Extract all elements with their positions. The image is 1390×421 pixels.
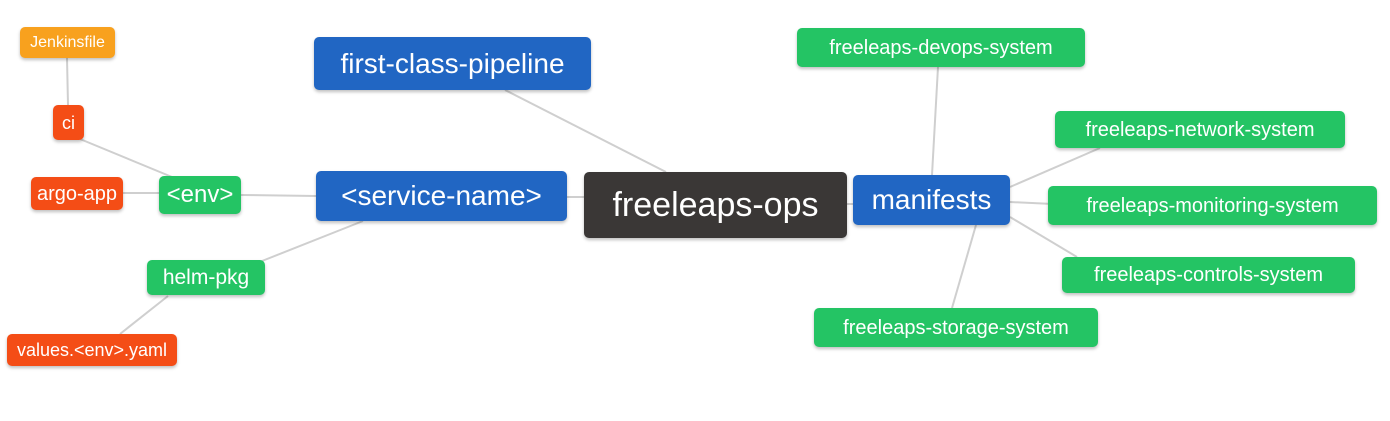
edge-first-class-pipeline-to-freeleaps-ops [504, 89, 667, 173]
node-service-name[interactable]: <service-name> [316, 171, 567, 221]
node-values-env-yaml[interactable]: values.<env>.yaml [7, 334, 177, 366]
edge-manifests-to-storage-system [951, 224, 977, 309]
edge-env-to-service-name [240, 194, 317, 197]
node-freeleaps-ops[interactable]: freeleaps-ops [584, 172, 847, 238]
edge-service-name-to-helm-pkg [261, 220, 364, 262]
node-monitoring-system[interactable]: freeleaps-monitoring-system [1048, 186, 1377, 225]
node-manifests[interactable]: manifests [853, 175, 1010, 225]
edge-manifests-to-monitoring-system [1009, 201, 1054, 205]
edge-ci-to-env [79, 138, 173, 178]
node-controls-system[interactable]: freeleaps-controls-system [1062, 257, 1355, 293]
edge-jenkinsfile-to-ci [66, 57, 69, 106]
node-storage-system[interactable]: freeleaps-storage-system [814, 308, 1098, 347]
node-first-class-pipeline[interactable]: first-class-pipeline [314, 37, 591, 90]
edge-manifests-to-devops-system [931, 66, 939, 176]
node-network-system[interactable]: freeleaps-network-system [1055, 111, 1345, 148]
node-env[interactable]: <env> [159, 176, 241, 214]
node-jenkinsfile[interactable]: Jenkinsfile [20, 27, 115, 58]
node-ci[interactable]: ci [53, 105, 84, 140]
edge-manifests-to-controls-system [1009, 216, 1078, 258]
edge-helm-pkg-to-values-env-yaml [119, 295, 169, 335]
node-helm-pkg[interactable]: helm-pkg [147, 260, 265, 295]
edge-manifests-to-network-system [1009, 147, 1101, 188]
node-devops-system[interactable]: freeleaps-devops-system [797, 28, 1085, 67]
node-argo-app[interactable]: argo-app [31, 177, 123, 210]
